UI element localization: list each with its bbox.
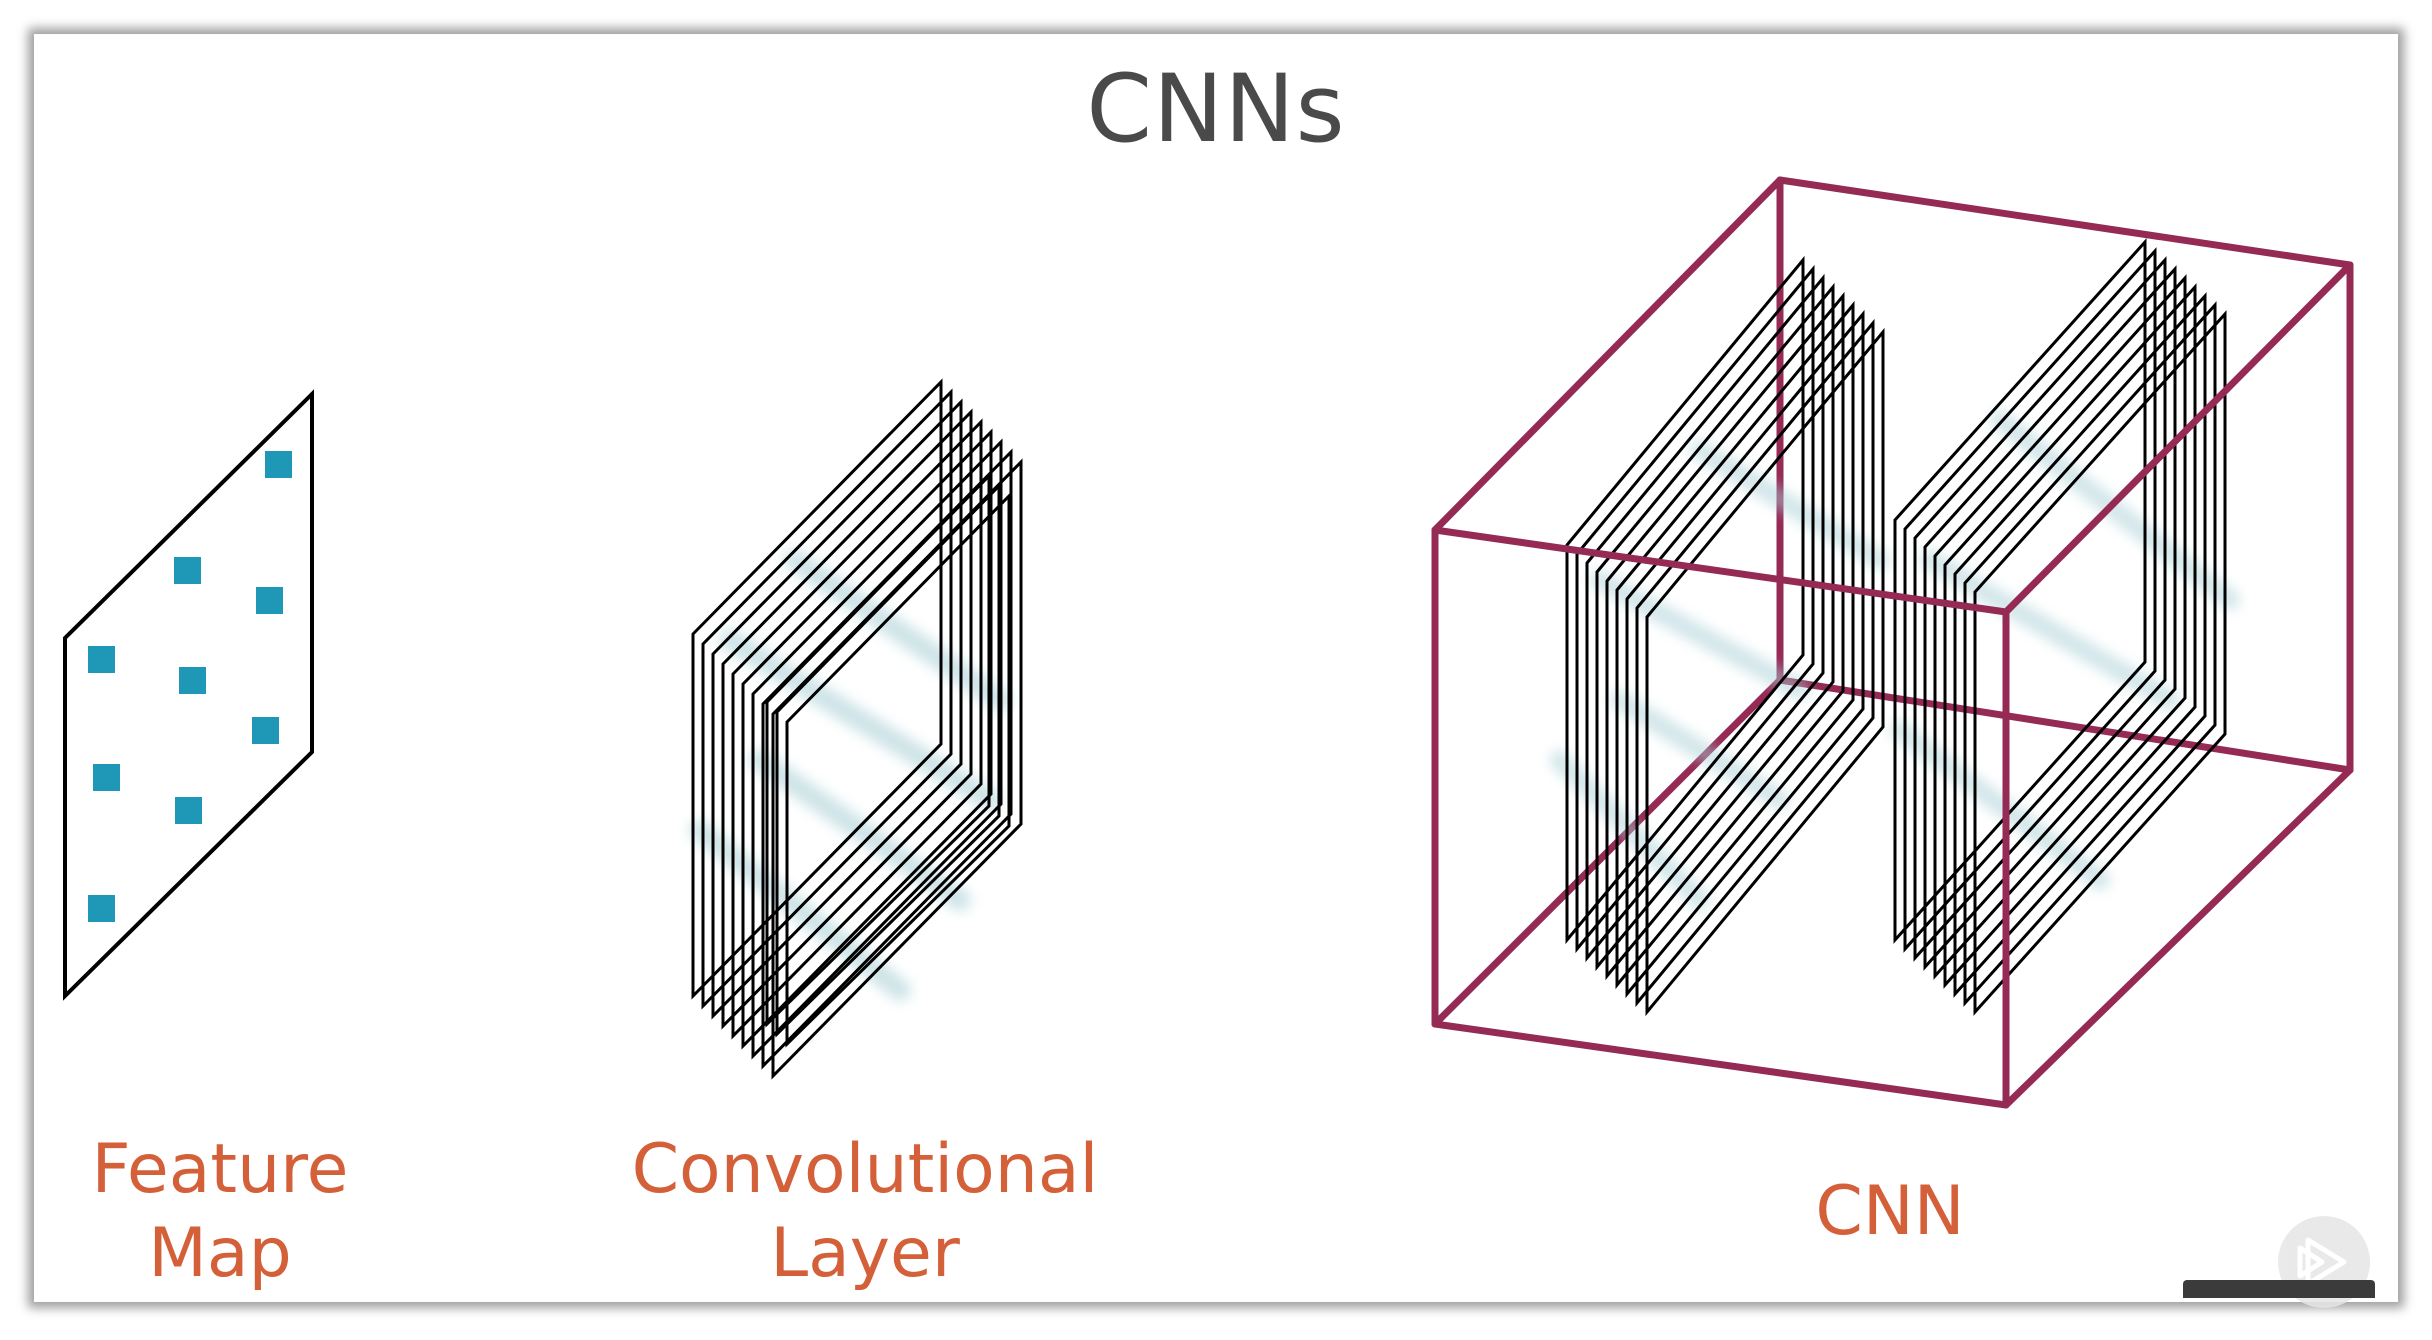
feature-dot [256, 587, 283, 614]
cnn-layer-1-frame [1595, 282, 1835, 972]
feature-dot [88, 895, 115, 922]
convolutional-layer-label-line-2: Layer [770, 1214, 960, 1293]
scrollbar-thumb[interactable] [2183, 1280, 2375, 1298]
cnn-layer-1-frame [1625, 309, 1865, 999]
conv-frame [711, 398, 963, 1020]
cube-edge [2002, 261, 2354, 616]
pattern-stroke [784, 549, 1011, 711]
feature-map-label: Feature Map [60, 1128, 380, 1296]
feature-map-dots [88, 451, 292, 922]
conv-frame [721, 408, 973, 1030]
conv-frame [761, 448, 1013, 1070]
feature-map [63, 389, 314, 1001]
conv-pattern [689, 549, 1011, 1001]
feature-dot [179, 667, 206, 694]
cnn-layer-2-frame [1973, 310, 2227, 1016]
convolutional-layer-label-line-1: Convolutional [631, 1130, 1099, 1209]
feature-map-label-line-1: Feature [91, 1130, 349, 1209]
cnn-layer-1-frame [1615, 300, 1855, 990]
feature-dot [174, 557, 201, 584]
feature-dot [88, 646, 115, 673]
conv-frame [701, 388, 953, 1010]
cube-edge [1431, 526, 2010, 616]
cube-edge [1776, 676, 2354, 774]
cnn-layer-2-frame [1943, 283, 2197, 989]
cnn-cube [1431, 176, 2354, 1109]
cnn-layer-1-frame [1585, 273, 1825, 963]
cnn-pattern [1550, 410, 2240, 910]
pattern-stroke [719, 629, 1001, 811]
conv-frame [741, 428, 993, 1050]
cnn-layer-2-frame [1953, 292, 2207, 998]
feature-dot [252, 717, 279, 744]
slide-title: CNNs [1086, 55, 1346, 164]
conv-frame [751, 438, 1003, 1060]
pattern-stroke [1890, 720, 2110, 890]
conv-frame [731, 418, 983, 1040]
cnn-layer-2-frame [1913, 256, 2167, 962]
cnn-label: CNN [1740, 1170, 2040, 1254]
cube-edge [2002, 766, 2354, 1109]
cnn-layer-1-frame [1565, 255, 1805, 945]
conv-frame-inner [785, 492, 1011, 1048]
cube-edge [1776, 176, 2354, 269]
conv-frame [691, 378, 943, 1000]
cnn-layer-1-frame [1635, 318, 1875, 1008]
pattern-stroke [1690, 440, 1890, 570]
pattern-stroke [1610, 690, 1790, 810]
cnn-layer-2-frame [1893, 238, 2147, 944]
cnn-layer-1-frame [1605, 291, 1845, 981]
feature-dot [265, 451, 292, 478]
feature-map-panel [63, 389, 314, 1001]
feature-dot [175, 797, 202, 824]
cnn-layer-1-frame [1575, 264, 1815, 954]
play-icon [2297, 1237, 2347, 1287]
pattern-stroke [1990, 410, 2240, 610]
cnn-layer-2-frame [1963, 301, 2217, 1007]
cnn-layer-2-frame [1923, 265, 2177, 971]
pattern-stroke [1550, 750, 1710, 910]
cnn-layer-2-frame [1933, 274, 2187, 980]
convolutional-layer-label: Convolutional Layer [600, 1128, 1130, 1296]
cnn-layer-2-frame [1903, 247, 2157, 953]
pattern-stroke [749, 749, 971, 911]
cube-edge [1431, 1020, 2010, 1109]
cnn-layer-1-frame [1645, 327, 1885, 1017]
cube-edge [1431, 176, 1784, 534]
feature-dot [93, 764, 120, 791]
feature-map-label-line-2: Map [148, 1214, 292, 1293]
pattern-stroke [1590, 570, 1810, 700]
cnn-label-text: CNN [1815, 1172, 1965, 1251]
convolutional-layer-stack [689, 378, 1023, 1080]
conv-frame [771, 458, 1023, 1080]
